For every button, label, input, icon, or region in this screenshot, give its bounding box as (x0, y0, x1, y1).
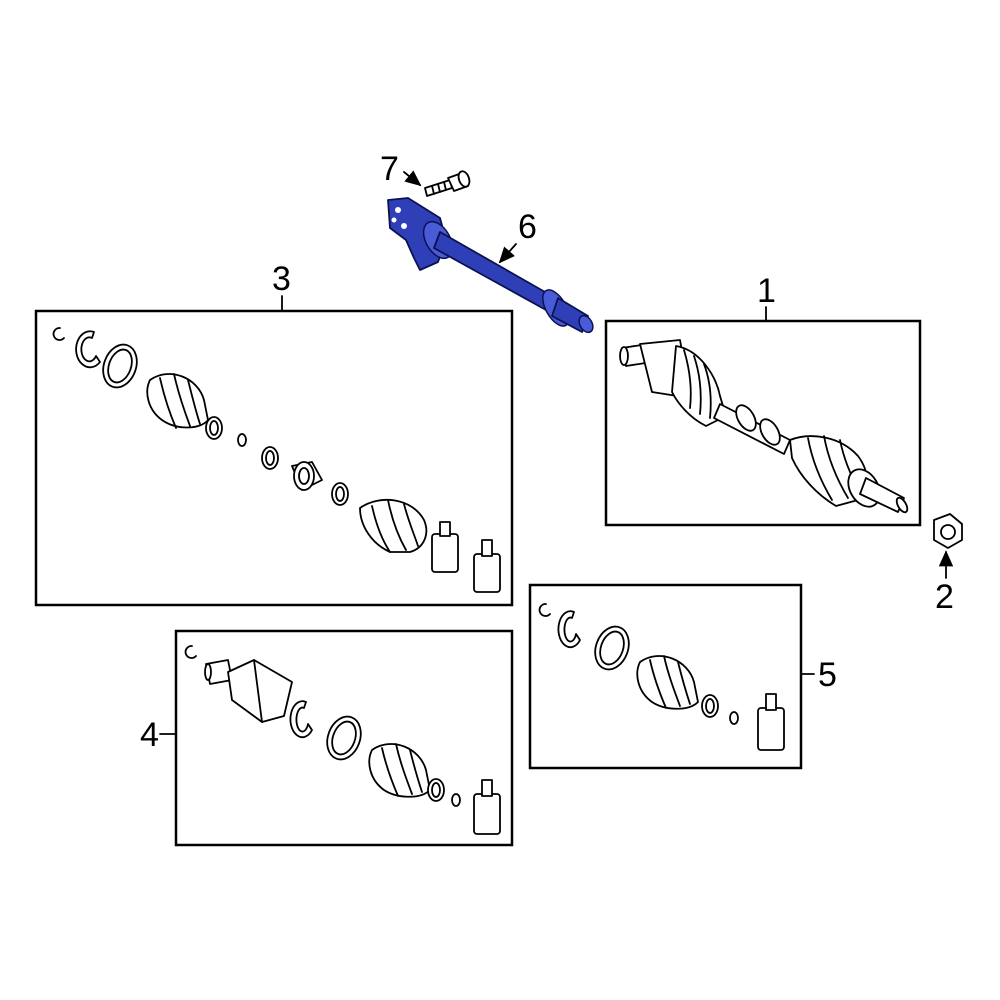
callout-4[interactable]: 4 (140, 716, 176, 754)
intermediate-shaft-part[interactable] (387, 197, 596, 335)
callout-label-2: 2 (935, 578, 954, 616)
callout-1[interactable]: 1 (757, 272, 776, 321)
callout-5[interactable]: 5 (801, 656, 837, 694)
callout-label-6: 6 (518, 208, 537, 246)
outer-boot-kit-parts[interactable] (538, 603, 785, 751)
boot-kit-parts[interactable] (52, 327, 501, 593)
callout-7[interactable]: 7 (380, 150, 422, 188)
callout-label-1: 1 (757, 272, 776, 310)
callout-label-5: 5 (818, 656, 837, 694)
callout-2[interactable]: 2 (935, 550, 954, 616)
callout-3[interactable]: 3 (272, 260, 291, 311)
callout-6-arrow (498, 243, 517, 264)
callout-7-arrow (403, 170, 422, 187)
callout-6[interactable]: 6 (498, 208, 537, 264)
callout-label-3: 3 (272, 260, 291, 298)
inner-joint-kit-parts[interactable] (184, 645, 501, 835)
callout-label-4: 4 (140, 716, 159, 754)
bolt-part[interactable] (424, 170, 471, 197)
axle-assembly-part[interactable] (619, 339, 909, 514)
axle-nut-part[interactable] (933, 513, 963, 549)
callout-label-7: 7 (380, 150, 399, 188)
